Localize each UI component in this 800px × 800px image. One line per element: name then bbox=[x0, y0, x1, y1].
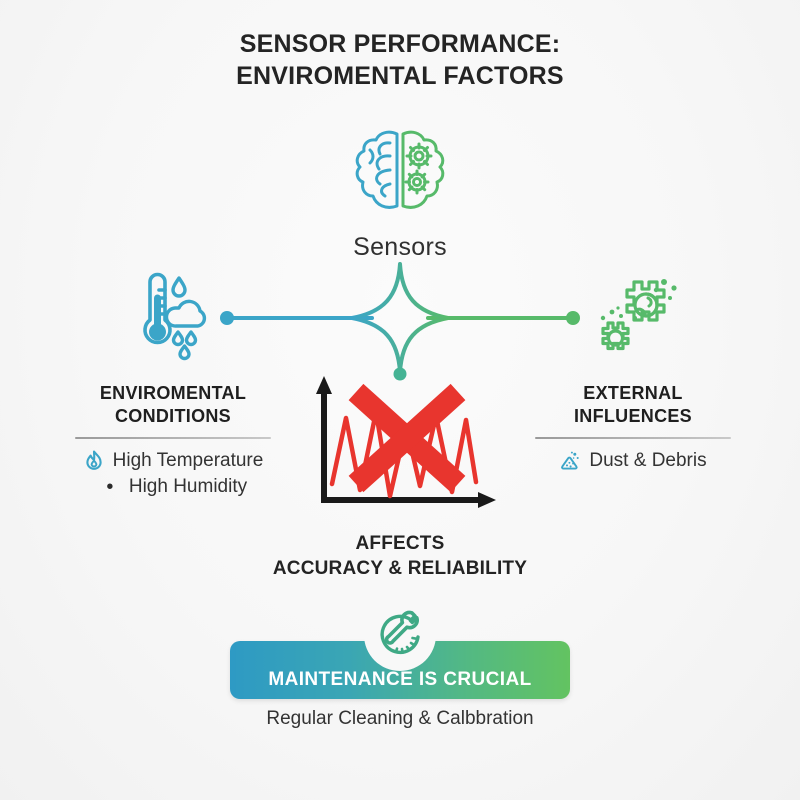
heading-line2: CONDITIONS bbox=[114, 405, 231, 426]
page-title-line1: SENSOR PERFORMANCE: bbox=[239, 30, 561, 58]
environmental-conditions-block: ENVIROMENTAL CONDITIONS High Temperature… bbox=[48, 382, 298, 500]
connector-dot-left bbox=[220, 311, 234, 325]
bullet-icon: • bbox=[106, 475, 114, 498]
y-axis-arrow bbox=[316, 376, 332, 394]
hub-label: Sensors bbox=[353, 233, 447, 261]
crossed-out-line-chart-icon bbox=[300, 372, 500, 512]
divider bbox=[535, 436, 731, 439]
brain-gears-icon bbox=[352, 126, 448, 218]
external-influences-block: EXTERNAL INFLUENCES bbox=[508, 382, 758, 474]
list-item: Dust & Debris bbox=[508, 448, 758, 474]
wrench-gauge-badge bbox=[364, 599, 436, 671]
heading-line1: EXTERNAL bbox=[583, 383, 683, 403]
divider bbox=[75, 436, 271, 439]
heading-line2: INFLUENCES bbox=[573, 405, 692, 426]
heading-line1: ENVIROMENTAL bbox=[99, 383, 247, 403]
thermometer-rain-icon bbox=[122, 270, 214, 362]
list-item: High Temperature bbox=[48, 448, 298, 474]
connector-dot-bottom bbox=[393, 367, 407, 381]
list-item: • High Humidity bbox=[48, 474, 298, 500]
list-item-label: Dust & Debris bbox=[589, 449, 707, 471]
page-title: SENSOR PERFORMANCE: ENVIROMENTAL FACTORS bbox=[0, 28, 800, 92]
connector-dot-right bbox=[566, 311, 580, 325]
maintenance-banner: MAINTENANCE IS CRUCIAL bbox=[230, 599, 570, 699]
environmental-conditions-list: High Temperature • High Humidity bbox=[48, 448, 298, 500]
banner-subtitle: Regular Cleaning & Calbbration bbox=[266, 708, 534, 729]
caption-line1: AFFECTS bbox=[355, 533, 445, 554]
environmental-conditions-heading: ENVIROMENTAL CONDITIONS bbox=[48, 382, 298, 428]
connector-diagram bbox=[200, 262, 600, 382]
gears-debris-icon bbox=[588, 268, 680, 360]
page-title-line2: ENVIROMENTAL FACTORS bbox=[236, 62, 564, 90]
chart-caption: AFFECTS ACCURACY & RELIABILITY bbox=[0, 532, 800, 581]
dust-pile-icon bbox=[559, 450, 581, 472]
cross-out-mark bbox=[348, 383, 466, 493]
banner-title: MAINTENANCE IS CRUCIAL bbox=[268, 669, 532, 690]
wrench-gauge-icon bbox=[380, 610, 420, 655]
external-influences-heading: EXTERNAL INFLUENCES bbox=[508, 382, 758, 428]
caption-line2: ACCURACY & RELIABILITY bbox=[272, 557, 528, 579]
list-item-label: High Temperature bbox=[112, 449, 264, 471]
flame-icon bbox=[83, 450, 105, 472]
external-influences-list: Dust & Debris bbox=[508, 448, 758, 474]
list-item-label: High Humidity bbox=[128, 475, 248, 497]
x-axis-arrow bbox=[478, 492, 496, 508]
